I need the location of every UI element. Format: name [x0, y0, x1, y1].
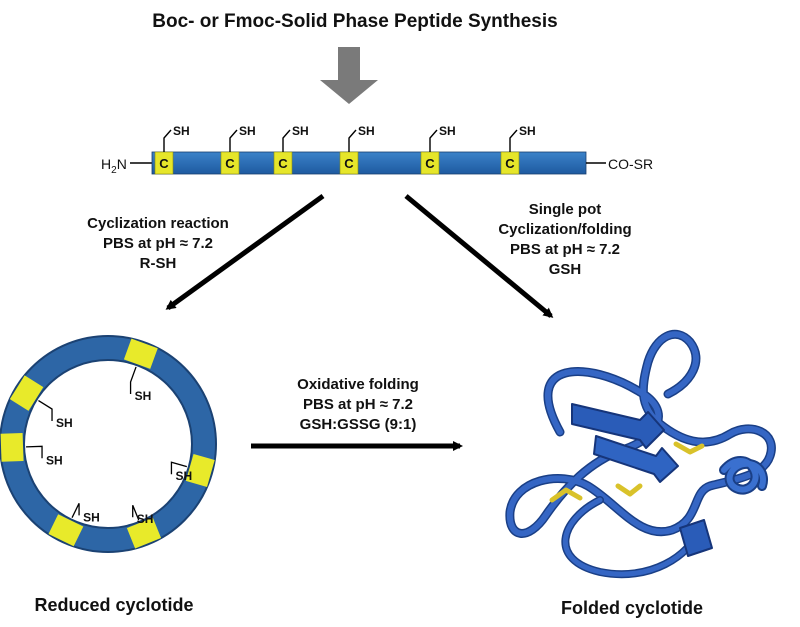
n-terminus-label: H2N [101, 156, 127, 176]
single-pot-condition-line: Cyclization/folding [498, 221, 631, 238]
thiol-label: SH [239, 124, 256, 138]
linear-peptide: H2N CO-SR C SH C SH C SH C SH C SH C SH [101, 124, 653, 176]
ring-cysteine-patch [0, 432, 24, 462]
oxidative-condition-line: PBS at pH ≈ 7.2 [303, 396, 413, 413]
cysteine-label: C [278, 156, 288, 171]
cysteine-label: C [225, 156, 235, 171]
single-pot-condition-line: PBS at pH ≈ 7.2 [510, 241, 620, 258]
thiol-label: SH [519, 124, 536, 138]
oxidative-condition-line: Oxidative folding [297, 376, 419, 393]
cysteine-label: C [425, 156, 435, 171]
ring-thiol-label: SH [56, 416, 73, 430]
single-pot-condition-line: Single pot [529, 201, 602, 218]
ring-cysteine-patch [126, 517, 162, 549]
ring-cysteine-patch [9, 375, 44, 411]
thiol-label: SH [292, 124, 309, 138]
reduced-cyclotide-label: Reduced cyclotide [34, 595, 193, 615]
cysteine-label: C [159, 156, 169, 171]
page-title: Boc- or Fmoc-Solid Phase Peptide Synthes… [152, 11, 557, 32]
ring-thiol-label: SH [135, 389, 152, 403]
cysteine-residue: C SH [154, 124, 190, 175]
peptide-backbone [151, 151, 587, 175]
cyclization-condition-line: Cyclization reaction [87, 215, 229, 232]
cysteine-residue: C SH [273, 124, 309, 175]
thiol-label: SH [358, 124, 375, 138]
folded-cyclotide-label: Folded cyclotide [561, 598, 703, 618]
thiol-label: SH [173, 124, 190, 138]
single-pot-conditions: Single pot Cyclization/folding PBS at pH… [498, 201, 631, 278]
single-pot-condition-line: GSH [549, 261, 582, 278]
ring-thiol-label: SH [175, 469, 192, 483]
cysteine-residue: C SH [420, 124, 456, 175]
oxidative-folding-conditions: Oxidative folding PBS at pH ≈ 7.2 GSH:GS… [297, 376, 419, 433]
ring-cysteine-patch [123, 338, 158, 369]
synthesis-down-arrow [320, 47, 378, 104]
cyclization-arrow [165, 193, 325, 311]
cyclization-conditions: Cyclization reaction PBS at pH ≈ 7.2 R-S… [87, 215, 229, 272]
cysteine-label: C [505, 156, 515, 171]
cyclization-condition-line: R-SH [140, 255, 177, 272]
ring-cysteine-patch [48, 514, 84, 547]
ring-thiol-label: SH [46, 453, 63, 467]
cysteine-label: C [344, 156, 354, 171]
ring-thiol-label: SH [83, 510, 100, 524]
c-terminus-label: CO-SR [608, 156, 653, 172]
folded-cyclotide-structure [505, 329, 776, 579]
oxidative-condition-line: GSH:GSSG (9:1) [300, 416, 417, 433]
cyclization-condition-line: PBS at pH ≈ 7.2 [103, 235, 213, 252]
ring-thiol-label: SH [137, 512, 154, 526]
cysteine-residue: C SH [220, 124, 256, 175]
thiol-label: SH [439, 124, 456, 138]
cysteine-residue: C SH [500, 124, 536, 175]
cysteine-residue: C SH [339, 124, 375, 175]
reduced-cyclotide-ring: SH SH SH SH SH SH [0, 335, 217, 553]
single-pot-arrow [404, 194, 554, 318]
ring-cysteine-patch [185, 453, 215, 487]
